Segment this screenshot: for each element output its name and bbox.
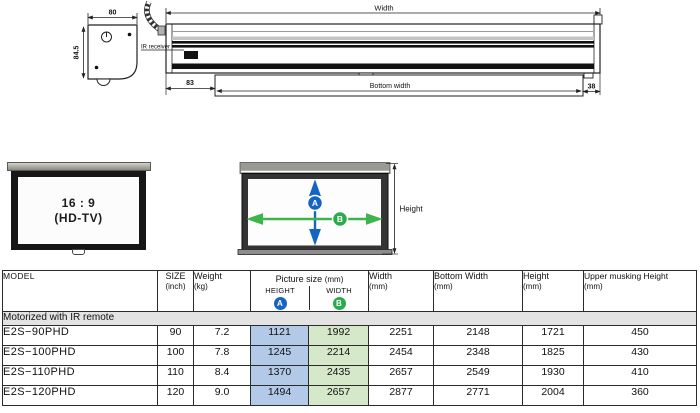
cell-size: 90 [157,325,194,346]
cell-model: E2S−110PHD [2,365,158,386]
cell-weight: 7.8 [193,345,251,366]
col-header-width: Width (mm) [368,270,435,312]
cell-height: 1930 [522,365,585,386]
power-cable-icon [144,0,166,36]
col-header-size: SIZE (inch) [157,270,194,312]
cell-height: 1825 [522,345,585,366]
cell-weight: 7.2 [193,325,251,346]
cell-weight: 9.0 [193,385,251,406]
cell-picture-width: 2214 [307,345,370,366]
section-label: Motorized with IR remote [1,311,698,326]
cell-picture-width: 2657 [307,385,370,406]
col-header-model: MODEL [2,270,158,312]
diagram-bottom-rail [237,249,393,255]
badge-b: B [332,297,346,310]
bottom-width-dim-label: Bottom width [370,83,411,90]
col-header-picture-size: Picture size (mm) HEIGHT A WIDTH B [249,270,370,312]
marker-b-circle [331,210,349,228]
marker-a-badge: A [312,198,318,208]
cell-height: 2004 [522,385,585,406]
cell-model: E2S−90PHD [2,325,158,346]
bottom-bar: Bottom width 83 38 [165,73,601,97]
col-header-weight: Weight (kg) [193,270,251,312]
marker-b-badge: B [337,214,343,224]
side-view-height-dim-label: 84.5 [74,46,81,60]
section-header-row: Motorized with IR remote [1,311,698,326]
table-row: E2S−120PHD 120 9.0 1494 2657 2877 2771 2… [2,385,698,406]
cell-height: 1721 [522,325,585,346]
cell-picture-height: 1121 [250,325,309,346]
mount-bracket-icon [593,14,603,25]
cell-size: 100 [157,345,194,366]
screw-icon [127,32,132,37]
cell-bottom-width: 2348 [433,345,524,366]
cell-width: 2454 [368,345,435,366]
col-header-bottom-width: Bottom Width (mm) [433,270,524,312]
picture-size-unit: (mm) [324,275,344,284]
technical-drawing: 80 84.5 Width [74,0,603,97]
front-view: Width IR receiver [141,4,603,79]
cell-picture-height: 1245 [250,345,309,366]
table-row: E2S−100PHD 100 7.8 1245 2214 2454 2348 1… [2,345,698,366]
table-header-row: MODEL SIZE (inch) Weight (kg) Picture si… [2,270,698,312]
side-view: 80 84.5 [74,10,138,86]
preview-housing-bar [7,162,151,171]
cell-size: 120 [157,385,194,406]
preview-pull-tab-icon [72,249,85,255]
ir-receiver-icon [184,51,198,59]
cell-model: E2S−120PHD [2,385,158,406]
cell-size: 110 [157,365,194,386]
cell-upper-masking: 360 [583,385,698,406]
col-header-upper-masking: Upper musking Height (mm) [583,270,698,312]
cell-bottom-width: 2148 [433,325,524,346]
spec-table: MODEL SIZE (inch) Weight (kg) Picture si… [1,270,698,406]
cell-weight: 8.4 [193,365,251,386]
aspect-ratio-label: 16 : 9 [61,195,96,210]
marker-a-circle [306,194,324,212]
table-row: E2S−110PHD 110 8.4 1370 2435 2657 2549 1… [2,365,698,386]
cell-width: 2877 [368,385,435,406]
cell-upper-masking: 430 [583,345,698,366]
roller-bottom-icon [96,78,111,86]
cell-model: E2S−100PHD [2,345,158,366]
cell-width: 2657 [368,365,435,386]
cell-upper-masking: 410 [583,365,698,386]
cell-picture-height: 1370 [250,365,309,386]
screen-preview-thumbnail: 16 : 9 (HD-TV) [7,162,151,256]
picture-size-diagram: A B Height [237,162,424,255]
left-offset-dim-label: 83 [186,80,194,87]
height-dim-label: Height [400,205,424,214]
cell-width: 2251 [368,325,435,346]
col-header-pic-width: WIDTH B [309,286,368,310]
table-row: E2S−90PHD 90 7.2 1121 1992 2251 2148 172… [2,325,698,346]
endcap-step-icon [583,72,594,79]
ir-receiver-label: IR receiver [141,45,170,51]
cell-picture-height: 1494 [250,385,309,406]
cell-picture-width: 2435 [307,365,370,386]
side-view-width-dim-label: 80 [109,10,117,17]
badge-a: A [273,297,287,310]
cell-upper-masking: 450 [583,325,698,346]
col-header-pic-height: HEIGHT A [265,286,295,310]
screw-icon [94,65,99,70]
picture-size-title: Picture size [275,274,323,284]
cell-bottom-width: 2771 [433,385,524,406]
preview-screen: 16 : 9 (HD-TV) [18,177,139,244]
preview-frame: 16 : 9 (HD-TV) [11,171,146,250]
cell-picture-width: 1992 [307,325,370,346]
col-header-height: Height (mm) [522,270,585,312]
cell-bottom-width: 2549 [433,365,524,386]
right-offset-dim-label: 38 [588,84,596,91]
format-label: (HD-TV) [54,210,103,225]
width-dim-label: Width [374,4,393,13]
